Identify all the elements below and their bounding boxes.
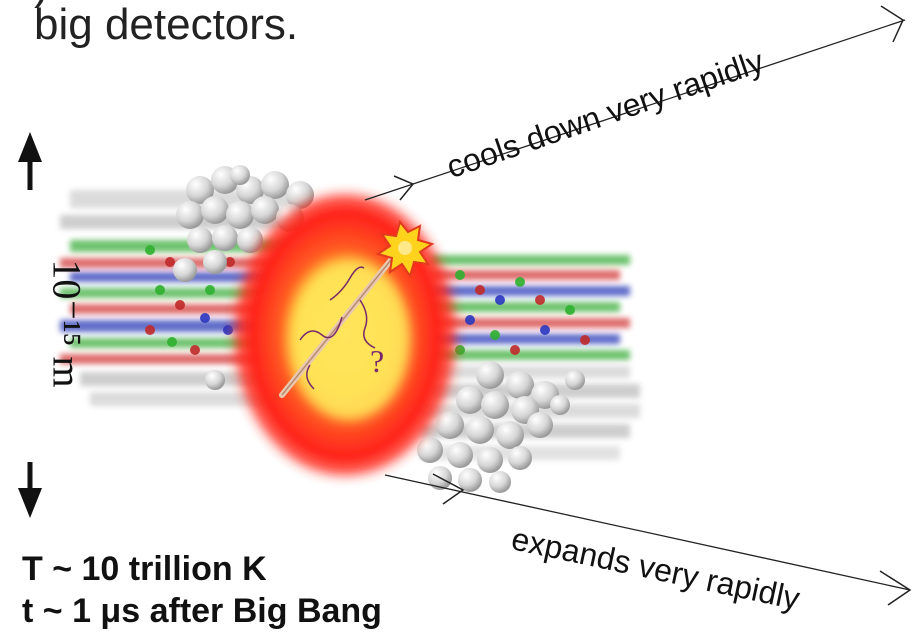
scale-label: 10⁻¹⁵ m xyxy=(44,259,90,388)
temperature-text: T ~ 10 trillion K xyxy=(22,550,267,588)
conditions-block: T ~ 10 trillion K t ~ 1 μs after Big Ban… xyxy=(22,548,382,632)
nucleons-lower-right xyxy=(417,361,585,493)
jet-track xyxy=(279,252,398,398)
time-text: t ~ 1 μs after Big Bang xyxy=(22,592,382,630)
quark-gluon-fireball xyxy=(235,195,455,475)
header-text: big detectors. xyxy=(34,0,299,49)
expands-arrow xyxy=(384,473,912,606)
nucleons-upper-left xyxy=(173,165,314,390)
scale-arrow xyxy=(18,132,42,518)
spark-icon xyxy=(375,219,435,279)
header-paren-fragment: ) xyxy=(34,0,49,10)
cools-arrow xyxy=(364,5,906,201)
quark-dots-right xyxy=(455,270,590,355)
unknown-question-mark: ? xyxy=(370,343,384,379)
